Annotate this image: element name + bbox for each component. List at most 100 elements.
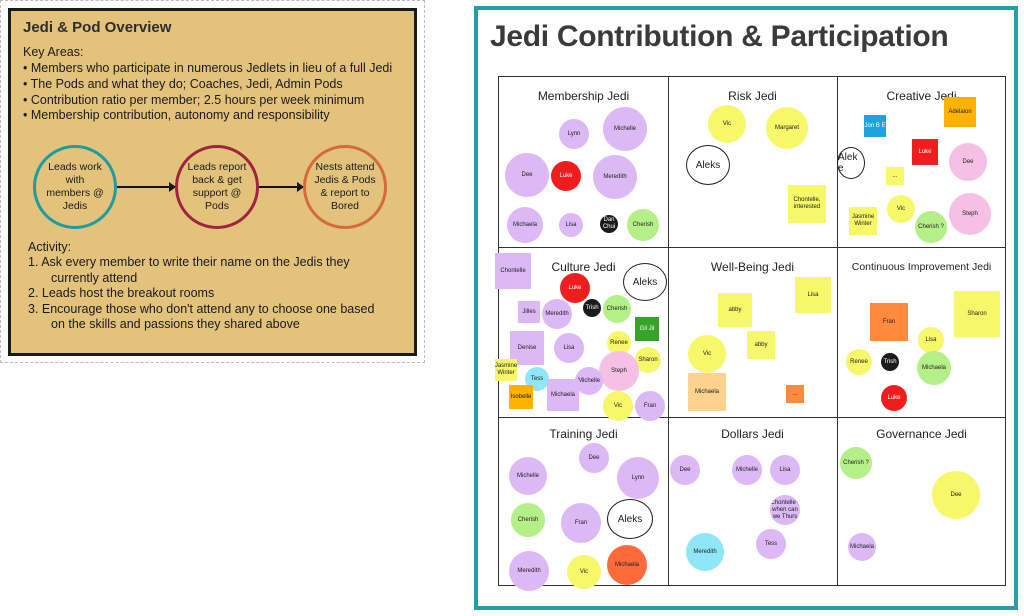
sticky-note[interactable]: Dee <box>949 143 987 181</box>
sticky-note[interactable]: ... <box>886 167 904 185</box>
sticky-note[interactable]: Dee <box>670 455 700 485</box>
sticky-note[interactable]: Meredith <box>542 299 572 329</box>
cell-label-creative: Creative Jedi <box>886 89 957 103</box>
sticky-note[interactable]: Vic <box>567 555 601 589</box>
sticky-note[interactable]: Dee <box>579 443 609 473</box>
sticky-note[interactable]: Margaret <box>766 107 808 149</box>
sticky-note[interactable]: Lynn <box>559 119 589 149</box>
sticky-note[interactable]: Michelle <box>732 455 762 485</box>
sticky-note[interactable]: Trish <box>881 353 899 371</box>
sticky-note[interactable]: Vic <box>708 105 746 143</box>
flow-circle-jedis: Leads work with members @ Jedis <box>33 145 117 229</box>
jedi-grid: Membership Jedi Risk Jedi Creative Jedi … <box>495 76 1006 591</box>
activity-item: 2. Leads host the breakout rooms <box>28 286 215 300</box>
sticky-note[interactable]: Michelle <box>509 457 547 495</box>
sticky-note[interactable]: Meredith <box>686 533 724 571</box>
cell-label-training: Training Jedi <box>549 427 618 441</box>
sticky-note[interactable]: Steph <box>599 351 639 391</box>
key-area-item: • The Pods and what they do; Coaches, Je… <box>23 76 343 91</box>
key-area-item: • Membership contribution, autonomy and … <box>23 108 330 123</box>
flow-circle-nests: Nests attend Jedis & Pods & report to Bo… <box>303 145 387 229</box>
sticky-note[interactable]: Alek e <box>837 147 865 179</box>
overview-card[interactable]: Jedi & Pod Overview Key Areas: • Members… <box>8 8 417 356</box>
sticky-note[interactable]: Luke <box>881 385 907 411</box>
flow-circle-text: Nests attend Jedis & Pods & report to Bo… <box>314 161 376 212</box>
sticky-note[interactable]: Aleks <box>607 499 653 539</box>
sticky-note[interactable]: Lisa <box>918 327 944 353</box>
sticky-note[interactable]: Cherish ? <box>840 447 872 479</box>
sticky-note[interactable]: Cherish <box>627 209 659 241</box>
sticky-note[interactable]: Aleks <box>623 263 667 301</box>
sticky-note[interactable]: Meredith <box>593 155 637 199</box>
sticky-note[interactable]: Isobelle <box>509 385 533 409</box>
cell-label-wellbeing: Well-Being Jedi <box>710 260 795 274</box>
sticky-note[interactable]: Michelle <box>575 367 603 395</box>
key-area-item: • Contribution ratio per member; 2.5 hou… <box>23 92 365 107</box>
sticky-note[interactable]: Adelaion <box>944 97 976 127</box>
sticky-note[interactable]: Tess <box>756 529 786 559</box>
sticky-note[interactable]: Lisa <box>559 213 583 237</box>
flow-arrow <box>259 182 304 192</box>
activity-item: on the skills and passions they shared a… <box>51 317 300 331</box>
overview-board: Jedi & Pod Overview Key Areas: • Members… <box>0 0 425 363</box>
sticky-note[interactable]: Sharon <box>954 291 1000 337</box>
sticky-note[interactable]: Dee <box>932 471 980 519</box>
sticky-note[interactable]: Chontelle <box>495 253 531 289</box>
sticky-note[interactable]: Michaela <box>507 207 543 243</box>
sticky-note[interactable]: Cherish ? <box>915 211 947 243</box>
sticky-note[interactable]: Fran <box>635 391 665 421</box>
sticky-note[interactable]: Gil Jil <box>635 317 659 341</box>
sticky-note[interactable]: Michaela <box>607 545 647 585</box>
cell-label-continuous-improvement: Continuous Improvement Jedi <box>851 261 992 273</box>
sticky-note[interactable]: Lisa <box>770 455 800 485</box>
sticky-note[interactable]: Jon B E <box>864 115 886 137</box>
sticky-note[interactable]: Dee <box>505 153 549 197</box>
sticky-note[interactable]: Cherish <box>603 295 631 323</box>
sticky-note[interactable]: Lynn <box>617 457 659 499</box>
activity-item: currently attend <box>51 270 138 285</box>
sticky-note[interactable]: Vic <box>688 335 726 373</box>
sticky-note[interactable]: Steph <box>949 193 991 235</box>
activity-list: 1. Ask every member to write their name … <box>28 255 413 333</box>
board-title: Jedi Contribution & Participation <box>490 20 949 53</box>
flow-circle-pods: Leads report back & get support @ Pods <box>175 145 259 229</box>
sticky-note[interactable]: Renee <box>846 349 872 375</box>
sticky-note[interactable]: Luke <box>551 161 581 191</box>
sticky-note[interactable]: Trish <box>583 299 601 317</box>
key-area-item: • Members who participate in numerous Je… <box>23 61 393 75</box>
sticky-note[interactable]: Chontelle, interested <box>788 185 826 223</box>
sticky-note[interactable]: Cherish <box>511 503 545 537</box>
grid-divider <box>668 77 669 585</box>
flow-circle-text: Leads report back & get support @ Pods <box>187 161 247 212</box>
sticky-note[interactable]: abby <box>718 293 752 327</box>
sticky-note[interactable]: Fran <box>561 503 601 543</box>
sticky-note[interactable]: ... <box>786 385 804 403</box>
sticky-note[interactable]: Michaela <box>688 373 726 411</box>
sticky-note[interactable]: Chontelle - when can we Thurs <box>770 495 800 525</box>
activity-heading: Activity: <box>28 240 72 254</box>
jedi-board[interactable]: Jedi Contribution & Participation Member… <box>474 6 1018 610</box>
sticky-note[interactable]: Michaela <box>917 351 951 385</box>
grid-divider <box>837 77 838 585</box>
sticky-note[interactable]: Michelle <box>603 107 647 151</box>
activity-item: 1. Ask every member to write their name … <box>28 255 350 269</box>
sticky-note[interactable]: Vic <box>887 195 915 223</box>
sticky-note[interactable]: Fran <box>870 303 908 341</box>
sticky-note[interactable]: Aleks <box>686 145 730 185</box>
cell-label-risk: Risk Jedi <box>728 89 777 103</box>
sticky-note[interactable]: Luke <box>912 139 938 165</box>
sticky-note[interactable]: Jasmine Winter <box>495 359 517 381</box>
sticky-note[interactable]: Jasmine Winter <box>849 207 877 235</box>
sticky-note[interactable]: abby <box>747 331 775 359</box>
sticky-note[interactable]: Meredith <box>509 551 549 591</box>
grid-divider <box>499 247 1005 248</box>
sticky-note[interactable]: Jilles <box>518 301 540 323</box>
sticky-note[interactable]: Luke <box>560 273 590 303</box>
sticky-note[interactable]: Lisa <box>795 277 831 313</box>
sticky-note[interactable]: Vic <box>603 391 633 421</box>
sticky-note[interactable]: Sharon <box>635 347 661 373</box>
sticky-note[interactable]: Michaela <box>848 533 876 561</box>
sticky-note[interactable]: Michaela <box>547 379 579 411</box>
sticky-note[interactable]: Lisa <box>554 333 584 363</box>
sticky-note[interactable]: Dan Chui <box>600 215 618 233</box>
